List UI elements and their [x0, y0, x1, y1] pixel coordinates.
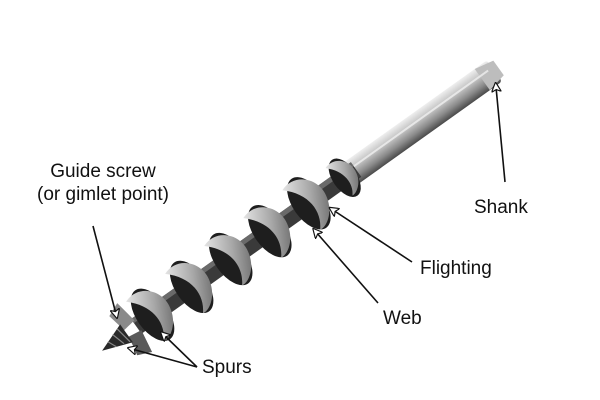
- web-arrow: [316, 232, 379, 304]
- shank-label: Shank: [474, 197, 528, 218]
- web-label: Web: [383, 308, 422, 329]
- spurs-label: Spurs: [202, 357, 252, 378]
- guide-screw-label-line2: (or gimlet point): [37, 184, 169, 205]
- spurs-arrow-2: [164, 335, 198, 368]
- guide-screw-label: Guide screw (or gimlet point): [8, 160, 198, 206]
- auger-bit: [102, 60, 504, 356]
- flighting-label: Flighting: [420, 258, 492, 279]
- guide-screw: [102, 324, 133, 351]
- flighting-arrow: [333, 210, 413, 263]
- callout-arrows: [92, 87, 506, 368]
- guide-screw-arrow: [92, 225, 116, 314]
- spurs-arrow-1: [132, 349, 198, 368]
- shank-arrow: [496, 87, 506, 183]
- shank: [341, 60, 504, 185]
- guide-screw-label-line1: Guide screw: [50, 161, 156, 182]
- flighting: [126, 158, 361, 342]
